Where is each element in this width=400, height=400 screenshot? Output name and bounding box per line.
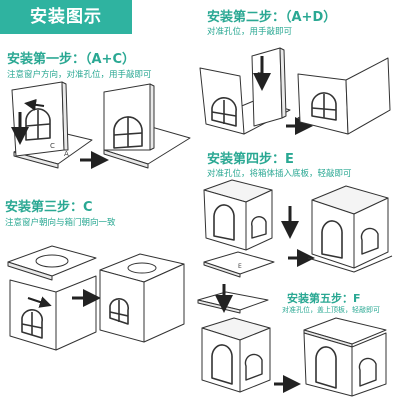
step-4-before-figure: E [203,179,275,278]
step-2-before-figure: D [199,47,291,135]
step-3-title: 安装第三步：C [5,200,93,215]
page-title: 安装图示 [0,0,132,34]
step-4-note: 对准孔位，将箱体插入底板，轻敲即可 [207,169,352,179]
part-label-a: A [64,150,69,158]
step-3-note: 注意窗户朝向与箱门朝向一致 [5,218,116,228]
step-1-before-figure [11,81,93,169]
window-icon [25,108,51,141]
step-4-title: 安装第四步：E [207,152,294,167]
step-1-note: 注意窗户方向，对准孔位，用手敲即可 [7,70,152,80]
step-5-note: 对准孔位，盖上顶板，轻敲即可 [282,306,380,314]
part-label-e: E [238,263,242,270]
step-2-title: 安装第二步：（A+D） [207,10,337,25]
step-1-after-figure [103,83,191,169]
step-1-title: 安装第一步：（A+C） [7,52,135,67]
part-label-c: C [50,142,55,150]
step-5-after-figure [303,317,387,397]
step-4-after-figure [307,185,393,273]
arched-door-icon [213,204,235,241]
step-5-before-figure [197,291,271,393]
step-3-after-figure [99,253,185,343]
step-5-title: 安装第五步：F [287,292,361,305]
step-2-note: 对准孔位，用手敲即可 [207,27,293,37]
step-2-after-figure [297,57,391,135]
